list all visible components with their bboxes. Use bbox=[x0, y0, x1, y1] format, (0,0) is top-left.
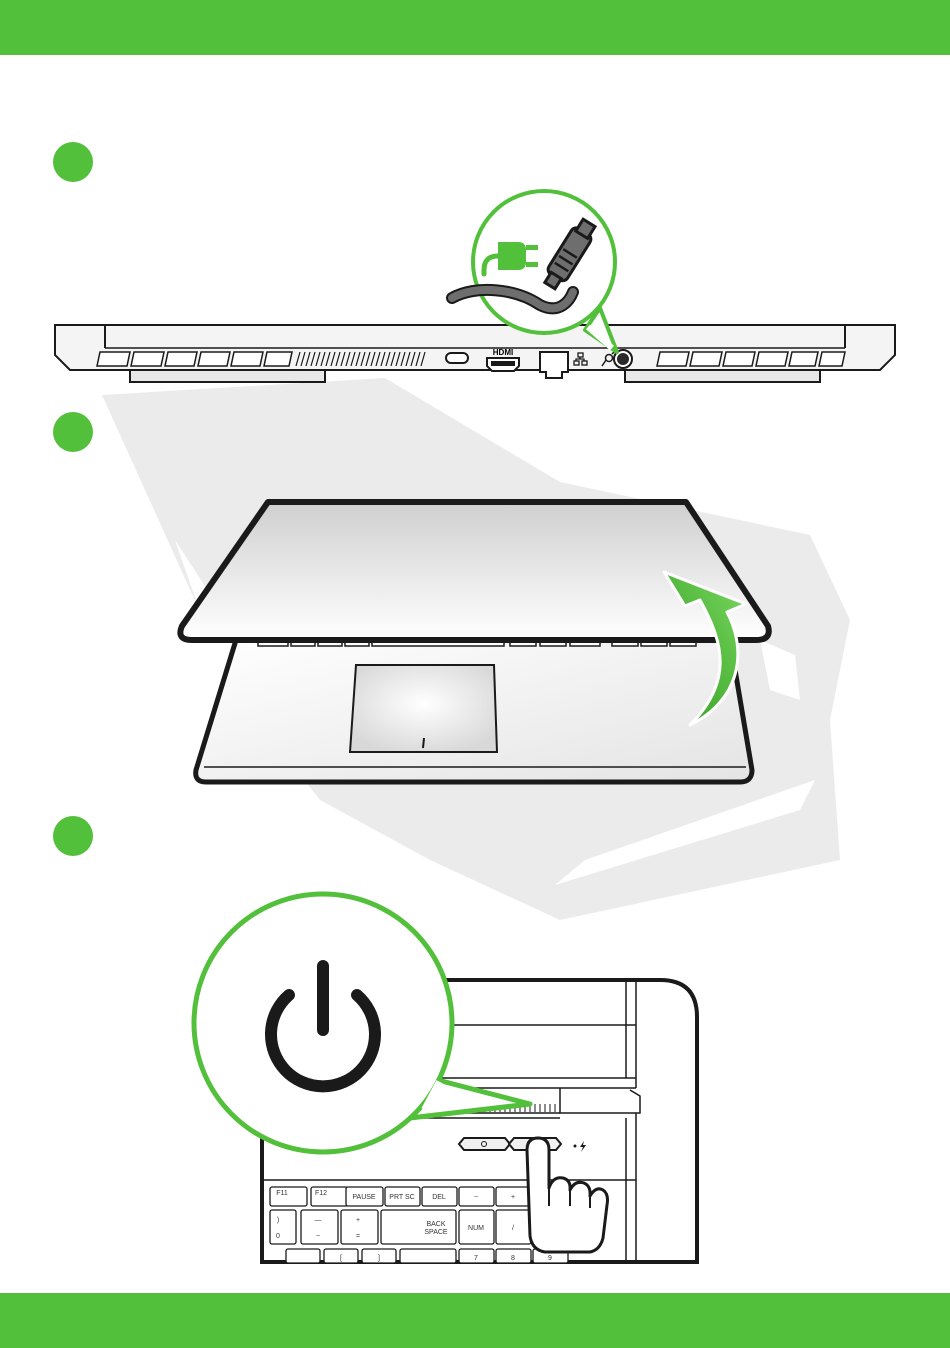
key-space-label: SPACE bbox=[424, 1229, 448, 1236]
key-bracket-left-label: [ bbox=[340, 1255, 342, 1262]
step-3-dot bbox=[53, 816, 93, 856]
key-pause-label: PAUSE bbox=[352, 1194, 376, 1201]
key-f11-label: F11 bbox=[276, 1190, 288, 1197]
key-seven-label: 7 bbox=[474, 1255, 478, 1262]
key-bracket-right-label: ] bbox=[378, 1255, 380, 1262]
key-slash-label: / bbox=[512, 1225, 514, 1232]
key-paren-label: ) bbox=[277, 1217, 279, 1224]
hdmi-label: HDMI bbox=[493, 348, 513, 357]
laptop-lid bbox=[180, 502, 768, 640]
step-2-dot bbox=[53, 412, 93, 452]
key-minus-label: − bbox=[474, 1194, 478, 1201]
key-dash-label: — bbox=[315, 1217, 322, 1224]
touchpad-icon bbox=[350, 665, 497, 752]
key-prtsc-label: PRT SC bbox=[389, 1194, 414, 1201]
key-zero bbox=[270, 1210, 296, 1244]
control-center-button bbox=[459, 1138, 510, 1150]
key-nine-label: 9 bbox=[548, 1255, 552, 1262]
key-f12-label: F12 bbox=[315, 1190, 327, 1197]
key-plus2-label: + bbox=[356, 1217, 360, 1224]
key-num-label: NUM bbox=[468, 1225, 484, 1232]
kensington-lock-slot bbox=[446, 353, 468, 363]
key-equals-label: = bbox=[356, 1233, 360, 1240]
key-dash-low-label: − bbox=[316, 1233, 320, 1240]
key-plus-label: + bbox=[511, 1194, 515, 1201]
key-eight-label: 8 bbox=[511, 1255, 515, 1262]
step-1-dot bbox=[53, 142, 93, 182]
laptop-base bbox=[196, 640, 752, 782]
key-del-label: DEL bbox=[432, 1194, 446, 1201]
key-back-label: BACK bbox=[426, 1221, 445, 1228]
key-zero-label: 0 bbox=[276, 1233, 280, 1240]
